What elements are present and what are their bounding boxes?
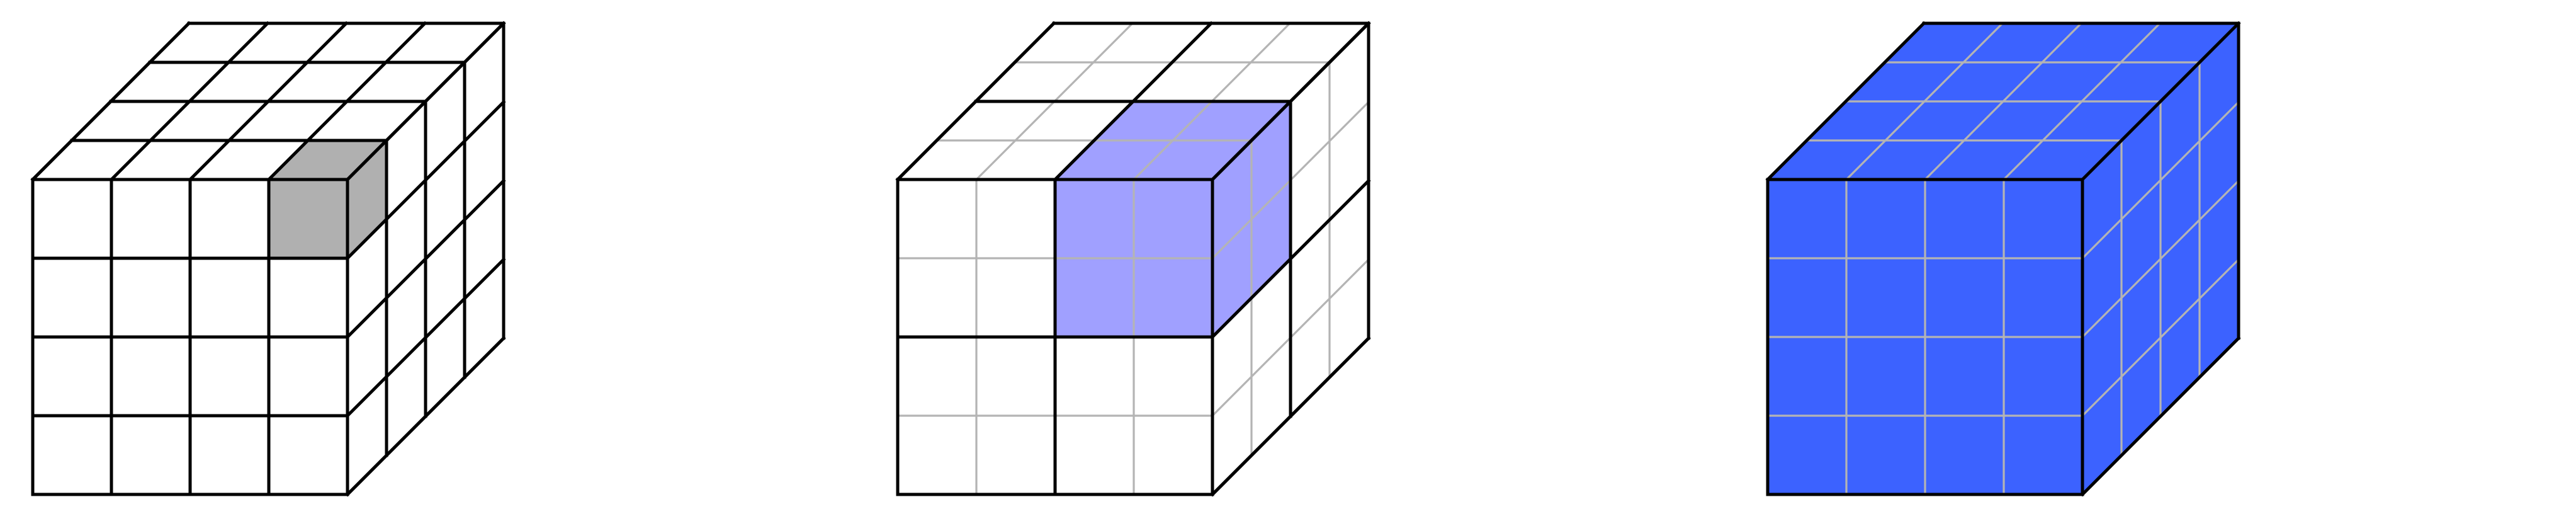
highlighted-block-fine-line	[1132, 100, 1214, 181]
cube-outline	[345, 21, 506, 182]
whole-outline	[2080, 21, 2241, 182]
panel-two-by-two-blocks	[895, 21, 1371, 497]
panel-whole-block	[1765, 21, 2241, 497]
block-outline	[895, 21, 1056, 182]
whole-outline	[1765, 21, 1926, 182]
cube-outline	[30, 21, 191, 182]
panel-unit-cubes	[30, 21, 506, 497]
cube-outline	[345, 336, 506, 497]
block-outline	[1210, 336, 1371, 497]
whole-outline	[2080, 336, 2241, 497]
highlighted-block-fine-line	[1211, 178, 1292, 260]
highlighted-cube-front	[269, 180, 347, 258]
block-outline	[1210, 21, 1371, 182]
